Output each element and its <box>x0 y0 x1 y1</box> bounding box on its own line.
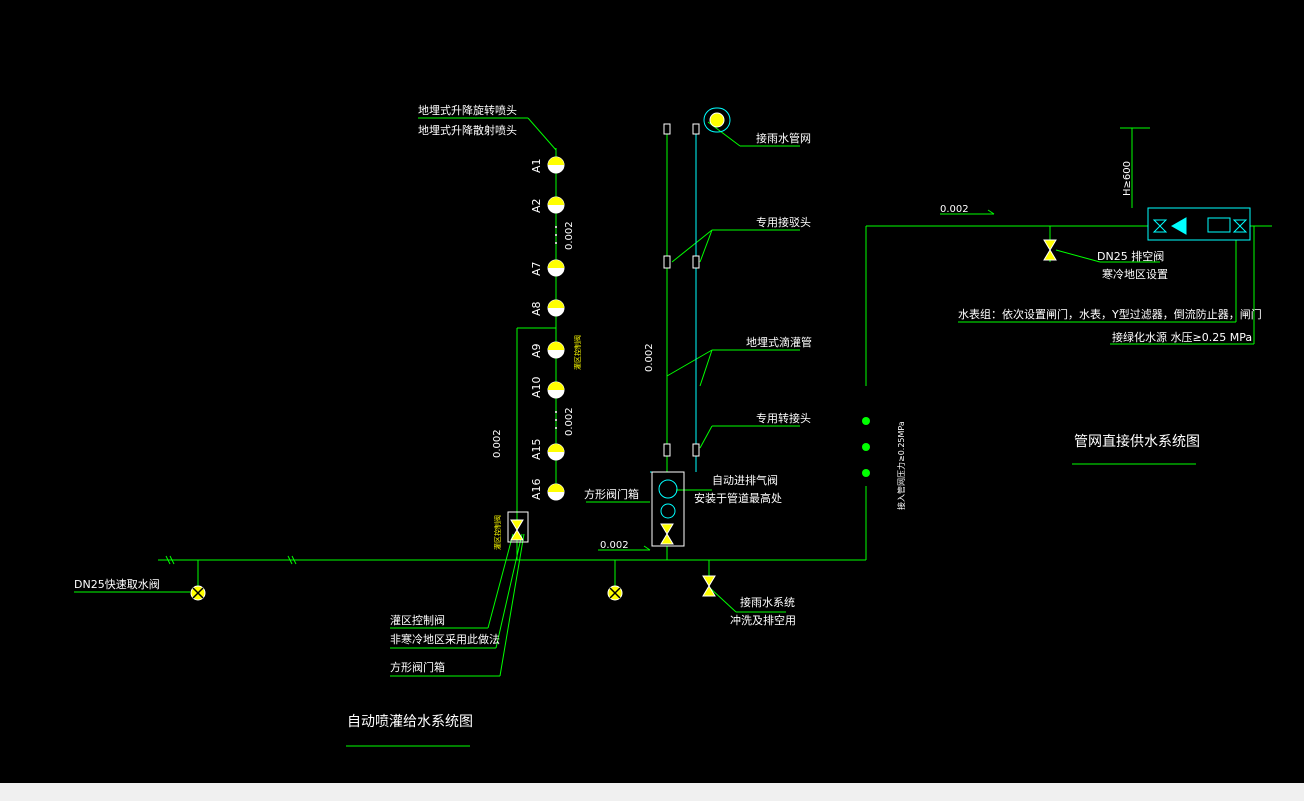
label-green-source: 接绿化水源 水压≥0.25 MPa <box>1112 330 1252 344</box>
sprinkler-label: A7 <box>530 261 543 276</box>
rainwater-valve-icon <box>709 112 725 128</box>
label-height: H≥600 <box>1122 161 1133 196</box>
sprinkler-label: A9 <box>530 343 543 358</box>
label-auto-vent: 自动进排气阀 <box>712 473 778 487</box>
sprinkler-label: A1 <box>530 158 543 173</box>
slope-4: 0.002 <box>564 221 575 250</box>
sprinkler-label: A10 <box>530 376 543 398</box>
label-auto-vent-note: 安装于管道最高处 <box>694 491 782 505</box>
sprinkler-head-top <box>548 484 564 492</box>
sprinkler-head-top <box>548 342 564 350</box>
valve-box-large <box>651 471 685 547</box>
meter-group-icons <box>1152 217 1248 235</box>
sprinkler-head-top <box>548 197 564 205</box>
sprinkler-head-top <box>548 260 564 268</box>
status-bar <box>0 783 1304 801</box>
label-rotary-sprinkler: 地埋式升降旋转喷头 <box>418 103 517 117</box>
sprinkler-label: A15 <box>530 438 543 460</box>
sprinkler-label: A16 <box>530 478 543 500</box>
sprinkler-head-top <box>548 444 564 452</box>
label-special-adapter: 专用转接头 <box>756 411 811 425</box>
sprinkler-head-top <box>548 382 564 390</box>
label-valve-box-2: 方形阀门箱 <box>390 660 445 674</box>
label-dn25-quick: DN25快速取水阀 <box>74 577 160 591</box>
label-drip-pipe: 地埋式滴灌管 <box>746 335 812 349</box>
slope-6: 0.002 <box>644 343 655 372</box>
slope-2: 0.002 <box>600 540 629 551</box>
cad-drawing-canvas[interactable]: 地埋式升降旋转喷头 地埋式升降散射喷头 接雨水管网 专用接驳头 地埋式滴灌管 专… <box>0 0 1304 783</box>
label-rainwater-network: 接雨水管网 <box>756 131 811 145</box>
air-valve-icon <box>658 479 678 499</box>
label-zone-valve-v1: 灌区控制阀 <box>573 335 582 370</box>
irrigation-diagram: 地埋式升降旋转喷头 地埋式升降散射喷头 接雨水管网 专用接驳头 地埋式滴灌管 专… <box>74 103 1272 747</box>
label-special-joint: 专用接驳头 <box>756 215 811 229</box>
slope-3: 0.002 <box>492 429 503 458</box>
label-pipe-pressure: 接入管网压力≥0.25MPa <box>896 421 906 510</box>
meter-group-box <box>1147 207 1251 241</box>
label-spray-sprinkler: 地埋式升降散射喷头 <box>418 123 517 137</box>
dots <box>555 226 557 429</box>
label-zone-valve: 灌区控制阀 <box>390 613 445 627</box>
sprinkler-label: A2 <box>530 198 543 213</box>
label-zone-valve-v2: 灌区控制阀 <box>493 515 502 550</box>
sprinkler-label: A8 <box>530 301 543 316</box>
label-dn25-drain: DN25 排空阀 <box>1097 249 1164 263</box>
label-valve-box: 方形阀门箱 <box>584 487 639 501</box>
title-auto-irrigation: 自动喷灌给水系统图 <box>347 714 473 730</box>
title-direct-supply: 管网直接供水系统图 <box>1074 433 1200 450</box>
sprinkler-head-top <box>548 300 564 308</box>
valve-box-small <box>507 511 529 543</box>
label-cold-area: 寒冷地区设置 <box>1102 267 1168 281</box>
sprinkler-head-top <box>548 157 564 165</box>
slope-1: 0.002 <box>940 204 969 215</box>
label-meter-group: 水表组：依次设置闸门，水表，Y型过滤器，倒流防止器，闸门 <box>958 307 1262 321</box>
drain-valve-icon <box>1043 239 1057 251</box>
label-rainwater-system-note: 冲洗及排空用 <box>730 613 796 627</box>
slope-5: 0.002 <box>564 407 575 436</box>
label-zone-valve-note: 非寒冷地区采用此做法 <box>390 632 500 646</box>
sprinkler-heads <box>547 156 565 501</box>
filter-icon <box>660 503 676 519</box>
label-rainwater-system: 接雨水系统 <box>740 596 795 609</box>
